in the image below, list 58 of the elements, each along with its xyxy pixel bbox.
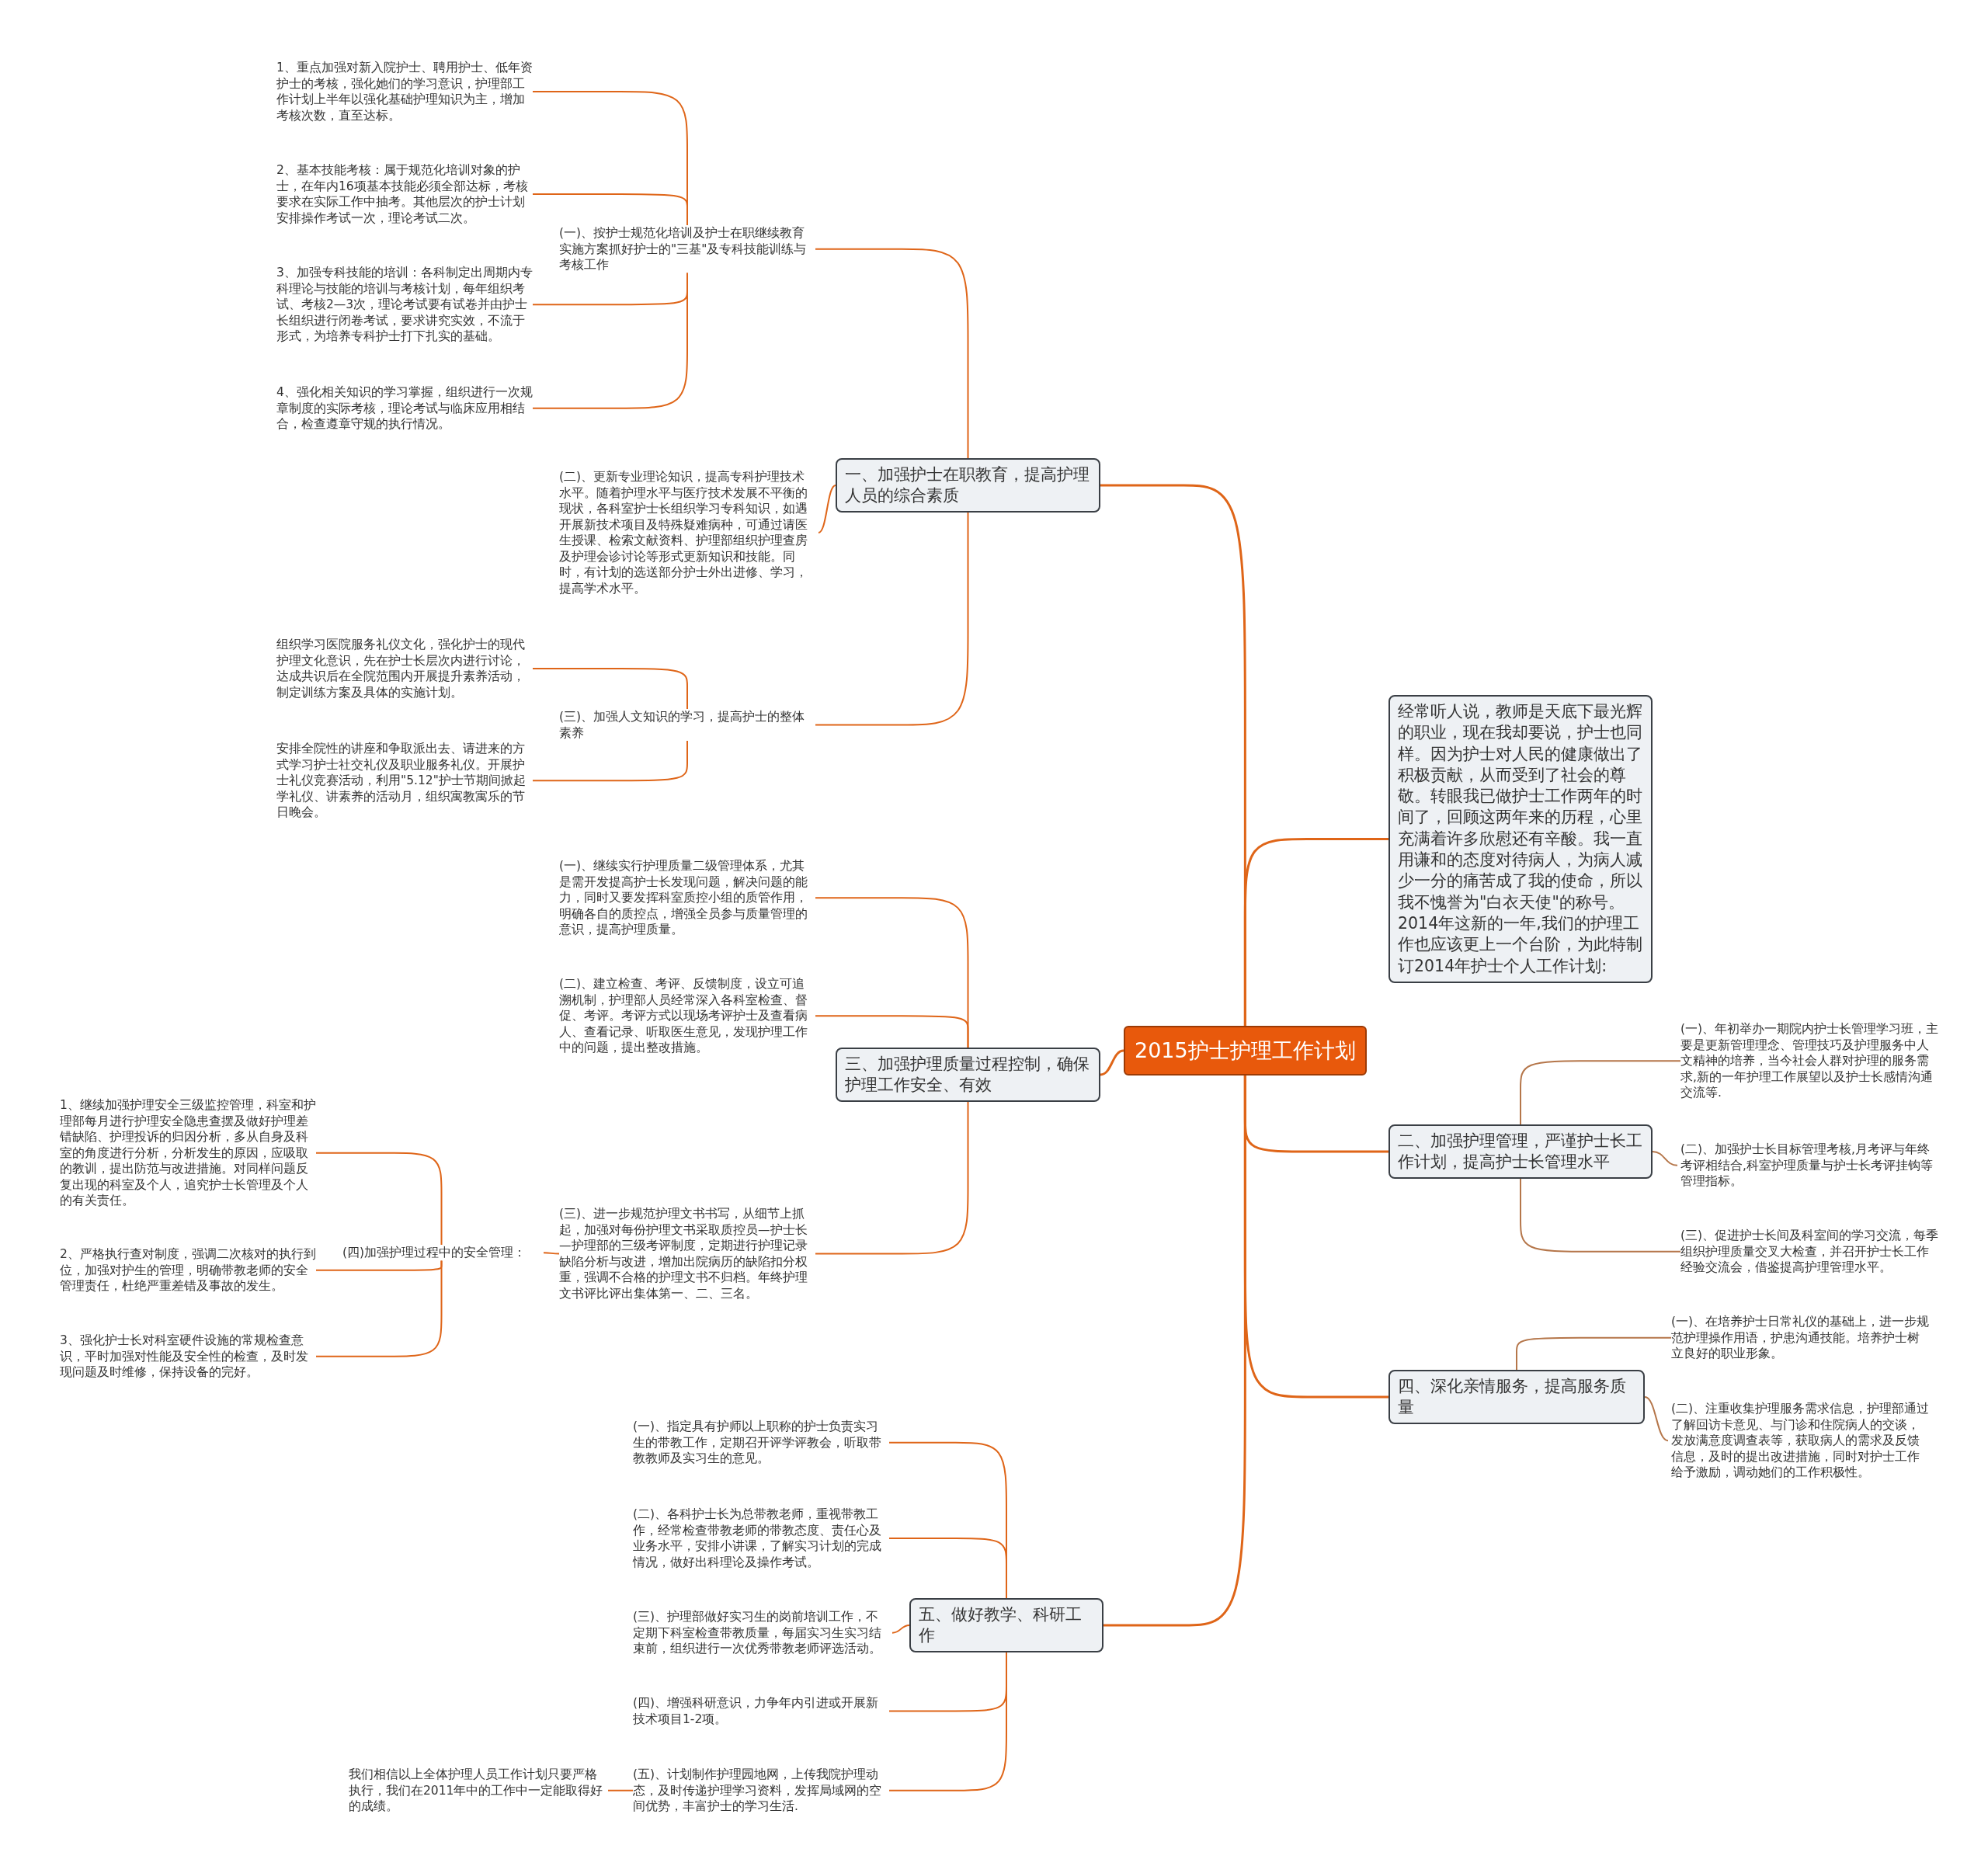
topic-text: (四)、增强科研意识，力争年内引进或开展新技术项目1-2项。 — [633, 1695, 889, 1727]
topic-text: (二)、加强护士长目标管理考核,月考评与年终考评相结合,科室护理质量与护士长考评挂钩等管理指标。 — [1680, 1142, 1941, 1190]
connector-line — [607, 1789, 634, 1791]
connector-line — [1520, 1178, 1681, 1253]
connector-line — [1516, 1336, 1672, 1371]
topic-text: 3、强化护士长对科室硬件设施的常规检查意识，平时加强对性能及安全性的检查，及时发现问题及时维修，保持设备的完好。 — [60, 1333, 316, 1381]
branch-line — [1243, 837, 1388, 1026]
connector-line — [315, 1260, 443, 1357]
branch-line — [1103, 1075, 1246, 1627]
topic-text: (一)、按护士规范化培训及护士在职继续教育实施方案抓好护士的"三基"及专科技能训练与考核工作 — [559, 225, 815, 273]
topic-box: 一、加强护士在职教育，提高护理人员的综合素质 — [836, 458, 1100, 513]
connector-line — [888, 1538, 1007, 1599]
topic-text: (三)、进一步规范护理文书书写，从细节上抓起，加强对每份护理文书采取质控员—护士长—护理部的三级考评制度，定期进行护理记录缺陷分析与改进，增加出院病历的缺陷扣分权重，强调不合格的护理文书不归档。年终护理文书评比评出集体第一、二、三名。 — [559, 1206, 815, 1301]
topic-text: 3、加强专科技能的培训：各科制定出周期内专科理论与技能的培训与考核计划，每年组织考试、考核2—3次，理论考试要有试卷并由护士长组织进行闭卷考试，要求讲究实效，不流于形式，为培养专科护士打下扎实的基础。 — [276, 265, 533, 345]
connector-line — [888, 1652, 1007, 1791]
connector-line — [532, 740, 688, 782]
topic-text: (二)、建立检查、考评、反馈制度，设立可追溯机制，护理部人员经常深入各科室检查、督促、考评。考评方式以现场考评护士及查看病人、查看记录、听取医生意见，发现护理工作中的问题，提出整改措施。 — [559, 976, 815, 1056]
central-topic: 2015护士护理工作计划 — [1124, 1026, 1367, 1075]
connector-line — [815, 512, 969, 726]
connector-line — [543, 1252, 560, 1255]
topic-text: 2、基本技能考核：属于规范化培训对象的护士，在年内16项基本技能必须全部达标，考核要求在实际工作中抽考。其他层次的护士计划安排操作考试一次，理论考试二次。 — [276, 162, 533, 226]
topic-text: (一)、继续实行护理质量二级管理体系，尤其是需开发提高护士长发现问题，解决问题的能力，同时又要发挥科室质控小组的质管作用，明确各自的质控点，增强全员参与质量管理的意识，提高护理质量。 — [559, 858, 815, 938]
topic-text: (三)、护理部做好实习生的岗前培训工作，不定期下科室检查带教质量，每届实习生实习结束前，组织进行一次优秀带教老师评选活动。 — [633, 1609, 889, 1657]
connector-line — [815, 1101, 969, 1255]
topic-text: (一)、指定具有护师以上职称的护士负责实习生的带教工作，定期召开评学评教会，听取带教教师及实习生的意见。 — [633, 1419, 889, 1467]
topic-text: 2、严格执行查对制度，强调二次核对的执行到位，加强对护生的管理，明确带教老师的安全管理责任，杜绝严重差错及事故的发生。 — [60, 1246, 316, 1294]
topic-text: (二)、各科护士长为总带教老师，重视带教工作，经常检查带教老师的带教态度、责任心及业务水平，安排小讲课，了解实习计划的完成情况，做好出科理论及操作考试。 — [633, 1506, 889, 1570]
connector-line — [891, 1625, 910, 1634]
topic-box: 四、深化亲情服务，提高服务质量 — [1388, 1370, 1645, 1424]
topic-text: 1、继续加强护理安全三级监控管理，科室和护理部每月进行护理安全隐患查摆及做好护理差错缺陷、护理投诉的归因分析，多从自身及科室的角度进行分析，分析发生的原因，应吸取的教训，提出防范与改进措施。对同样问题反复出现的科室及个人，追究护士长管理及个人的有关责任。 — [60, 1097, 316, 1209]
connector-line — [818, 485, 836, 533]
connector-line — [315, 1152, 443, 1246]
topic-box: 二、加强护理管理，严谨护士长工作计划，提高护士长管理水平 — [1388, 1124, 1653, 1179]
topic-text: (二)、注重收集护理服务需求信息，护理部通过了解回访卡意见、与门诊和住院病人的交谈，发放满意度调查表等，获取病人的需求及反馈信息，及时的提出改进措施，同时对护士工作给予激励，调动她们的工作积极性。 — [1671, 1401, 1931, 1481]
topic-text: 我们相信以上全体护理人员工作计划只要严格执行，我们在2011年中的工作中一定能取得好的成绩。 — [349, 1767, 605, 1815]
connector-line — [1652, 1151, 1678, 1166]
connector-line — [815, 248, 969, 459]
branch-line — [1100, 1049, 1124, 1076]
topic-text: (二)、更新专业理论知识，提高专科护理技术水平。随着护理水平与医疗技术发展不平衡的现状，各科室护士长组织学习专科知识，如遇开展新技术项目及特殊疑难病种，可通过请医生授课、检索文献资料、护理部组织护理查房及护理会诊讨论等形式更新知识和技能。同时，有计划的选送部分护士外出进修、学习，提高学术水平。 — [559, 469, 815, 596]
connector-line — [1644, 1396, 1669, 1442]
topic-text: (一)、在培养护士日常礼仪的基础上，进一步规范护理操作用语，护患沟通技能。培养护士树立良好的职业形象。 — [1671, 1314, 1931, 1362]
topic-text: (三)、加强人文知识的学习，提高护士的整体素养 — [559, 709, 815, 741]
topic-text: 1、重点加强对新入院护士、聘用护士、低年资护士的考核，强化她们的学习意识，护理部工作计划上半年以强化基础护理知识为主，增加考核次数，直至达标。 — [276, 60, 533, 123]
note-box: 经常听人说，教师是天底下最光辉的职业，现在我却要说，护士也同样。因为护士对人民的健康做出了积极贡献，从而受到了社会的尊敬。转眼我已做护士工作两年的时间了，回顾这两年来的历程，心里充满着许多欣慰还有辛酸。我一直用谦和的态度对待病人，为病人减少一分的痛苦成了我的使命，所以我不愧誉为"白衣天使"的称号。2014年这新的一年,我们的护理工作也应该更上一个台阶，为此特制订2014年护士个人工作计划: — [1388, 695, 1653, 983]
topic-text: 4、强化相关知识的学习掌握，组织进行一次规章制度的实际考核，理论考试与临床应用相结合，检查遵章守规的执行情况。 — [276, 384, 533, 433]
topic-box: 五、做好教学、科研工作 — [909, 1598, 1103, 1652]
topic-text: (三)、促进护士长间及科室间的学习交流，每季组织护理质量交叉大检查，并召开护士长工作经验交流会，借鉴提高护理管理水平。 — [1680, 1228, 1941, 1276]
topic-text: (一)、年初举办一期院内护士长管理学习班，主要是更新管理理念、管理技巧及护理服务中人文精神的培养，当今社会人群对护理的服务需求,新的一年护理工作展望以及护士长感情沟通交流等. — [1680, 1021, 1941, 1101]
topic-text: 组织学习医院服务礼仪文化，强化护士的现代护理文化意识，先在护士长层次内进行讨论，达成共识后在全院范围内开展提升素养活动，制定训练方案及具体的实施计划。 — [276, 637, 533, 700]
connector-line — [532, 668, 688, 710]
topic-text: 安排全院性的讲座和争取派出去、请进来的方式学习护士社交礼仪及职业服务礼仪。开展护士礼仪竞赛活动，利用"5.12"护士节期间掀起学礼仪、讲素养的活动月，组织寓教寓乐的节日晚会。 — [276, 741, 533, 821]
connector-line — [532, 193, 688, 226]
topic-box: 三、加强护理质量过程控制，确保护理工作安全、有效 — [836, 1048, 1100, 1102]
topic-text: (四)加强护理过程中的安全管理： — [342, 1245, 540, 1261]
topic-text: (五)、计划制作护理园地网，上传我院护理动态，及时传递护理学习资料，发挥局域网的空间优势，丰富护士的学习生活. — [633, 1767, 889, 1815]
connector-line — [815, 1015, 969, 1048]
connector-line — [1520, 1060, 1681, 1125]
connector-line — [532, 272, 688, 409]
